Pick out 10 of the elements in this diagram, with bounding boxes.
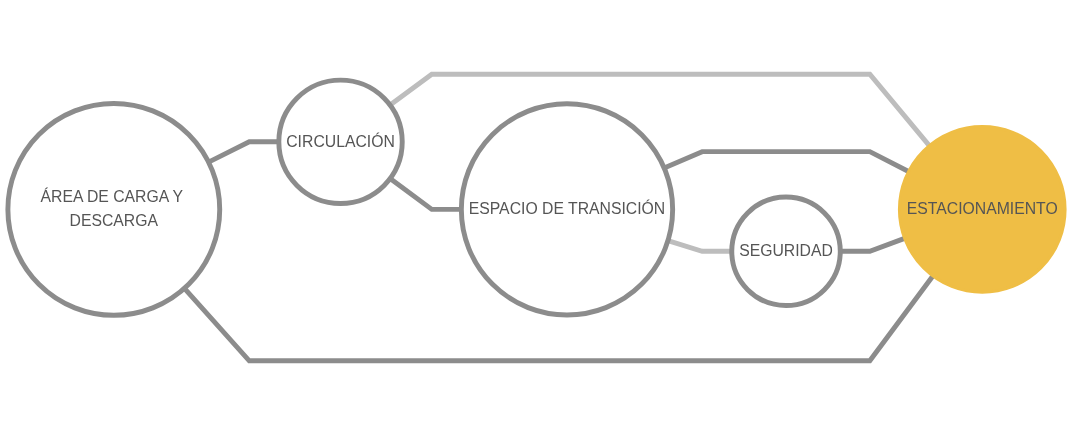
connector	[667, 238, 732, 254]
node-circle: SEGURIDAD	[729, 194, 843, 308]
node-circle: ÁREA DE CARGA Y DESCARGA	[5, 101, 223, 318]
node-circle: ESTACIONAMIENTO	[897, 125, 1067, 294]
connector	[182, 274, 935, 364]
connector	[388, 71, 932, 148]
node-circle: ESPACIO DE TRANSICIÓN	[458, 101, 676, 318]
connector	[840, 236, 906, 254]
connector	[663, 149, 910, 174]
node-circle: CIRCULACIÓN	[276, 77, 405, 206]
